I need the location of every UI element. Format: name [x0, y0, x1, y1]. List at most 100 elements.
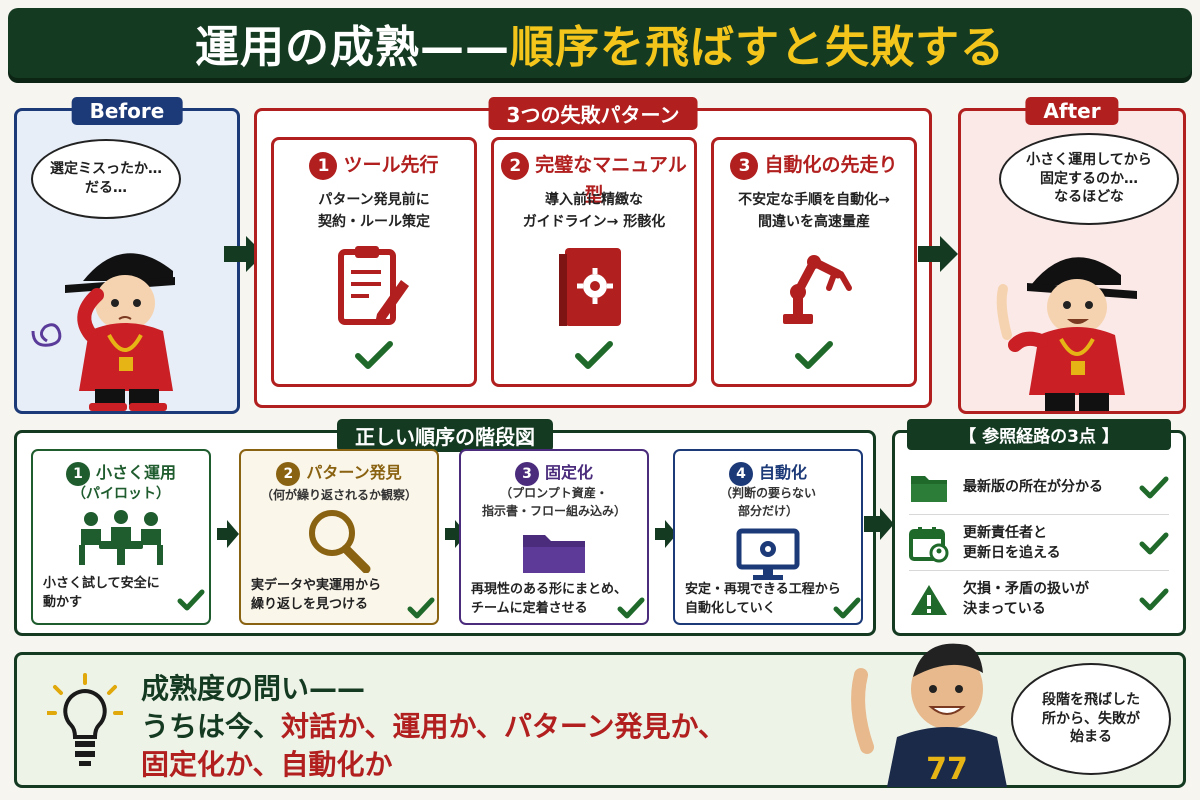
after-speech-bubble: 小さく運用してから 固定するのか… なるほどな [999, 133, 1179, 225]
before-bubble-line-2: だる… [85, 180, 127, 196]
check-icon [1139, 476, 1169, 498]
lightbulb-icon [47, 673, 123, 766]
maturity-question-panel: 成熟度の問い—— うちは今、対話か、運用か、パターン発見か、 固定化か、自動化か… [14, 643, 1186, 788]
number-badge: 4 [728, 461, 753, 486]
smiling-character-icon [996, 257, 1137, 411]
step-title: 4 自動化 [675, 459, 861, 486]
failure-patterns-title: 3つの失敗パターン [488, 97, 698, 130]
step-title: 2 パターン発見 [241, 459, 437, 486]
check-icon [1139, 532, 1169, 554]
failure-card-desc-line: 間違いを高速量産 [758, 213, 870, 230]
before-panel: Before 選定ミスったか… だる… [14, 97, 240, 414]
meeting-icon [79, 510, 163, 565]
reference-item-line: 欠損・矛盾の扱いが [963, 581, 1089, 598]
advice-bubble-line-1: 段階を飛ばした [1042, 691, 1140, 708]
reference-item-text: 更新責任者と更新日を追える [963, 524, 1139, 563]
step-subtitle: （プロンプト資産・ [500, 486, 608, 500]
failure-card-title-text: ツール先行 [343, 154, 439, 176]
check-icon [177, 589, 205, 611]
title-main: 運用の成熟—— [195, 22, 510, 73]
football-player-icon: 77 [851, 643, 1007, 787]
question-text: うちは今、 [141, 710, 282, 743]
step-pilot: 1 小さく運用 （パイロット） 小さく試して安全に 動かす [31, 449, 211, 625]
question-options: 対話か、運用か、パターン発見か、 [281, 710, 726, 743]
maturity-question-title: 成熟度の問い—— [141, 672, 366, 705]
arrow-right-icon [655, 520, 677, 548]
step-subtitle-2: 指示書・フロー組み込み） [481, 504, 626, 518]
step-desc-line: 再現性のある形にまとめ、 [471, 582, 628, 597]
step-title: 3 固定化 [461, 459, 647, 486]
robot-arm-icon [783, 255, 852, 324]
check-icon [407, 597, 435, 619]
reference-panel: 【 参照経路の3点 】 最新版の所在が分かる 更新責任者と更新日を追える 欠損・… [892, 419, 1186, 636]
step-fixation: 3 固定化 （プロンプト資産・ 指示書・フロー組み込み） 再現性のある形にまとめ、… [459, 449, 649, 625]
reference-item-line: 更新日を追える [963, 544, 1061, 561]
manual-gear-icon [559, 248, 621, 326]
step-subtitle: （パイロット） [72, 486, 170, 502]
number-badge: 2 [276, 461, 301, 486]
title-banner: 運用の成熟——順序を飛ばすと失敗する [8, 8, 1192, 78]
step-title-text: 小さく運用 [95, 463, 176, 482]
confused-character-icon [31, 253, 175, 411]
step-desc-line: 実データや実運用から [251, 578, 382, 593]
failure-card-desc: 導入前に精緻な ガイドライン→ 形骸化 [494, 190, 694, 233]
check-icon [795, 341, 833, 369]
check-icon [1139, 588, 1169, 611]
after-bubble-line-1: 小さく運用してから [1026, 151, 1152, 168]
step-subtitle: （何が繰り返されるか観察） [260, 488, 417, 502]
maturity-question-line-2: 固定化か、自動化か [141, 748, 393, 781]
arrow-right-icon [217, 520, 239, 548]
after-panel: After 小さく運用してから 固定するのか… なるほどな [958, 97, 1186, 414]
folder-icon [523, 535, 585, 573]
reference-item-text: 最新版の所在が分かる [963, 478, 1139, 498]
number-badge: 1 [65, 461, 90, 486]
folder-icon [911, 475, 947, 502]
failure-card-title-text: 完璧なマニュアル型 [535, 154, 687, 206]
step-desc-line: 繰り返しを見つける [251, 596, 369, 612]
failure-card-desc-line: ガイドライン→ 形骸化 [522, 213, 666, 230]
before-speech-bubble: 選定ミスったか… だる… [31, 139, 181, 219]
before-label: Before [71, 97, 183, 125]
before-bubble-line-1: 選定ミスったか… [50, 161, 162, 178]
number-badge: 1 [309, 151, 338, 180]
reference-item-text: 欠損・矛盾の扱いが決まっている [963, 580, 1139, 619]
number-badge: 2 [501, 151, 530, 180]
warning-icon [911, 585, 947, 615]
number-badge: 3 [514, 461, 539, 486]
check-icon [355, 341, 393, 369]
reference-item-line: 更新責任者と [963, 524, 1047, 541]
failure-card-desc-line: パターン発見前に [318, 192, 430, 208]
failure-card-desc-line: 導入前に精緻な [545, 192, 643, 208]
step-description: 再現性のある形にまとめ、 チームに定着させる [471, 581, 627, 619]
failure-card-desc-line: 契約・ルール策定 [318, 213, 430, 230]
check-icon [575, 341, 613, 369]
step-desc-line: 動かす [43, 594, 83, 610]
step-desc-line: 小さく試して安全に [43, 576, 160, 591]
maturity-question-line-1: うちは今、対話か、運用か、パターン発見か、 [141, 705, 726, 745]
step-title-text: パターン発見 [306, 463, 402, 482]
advice-bubble-line-2: 所から、失敗が [1042, 710, 1140, 727]
jersey-number: 77 [926, 752, 968, 787]
title-highlight: 順序を飛ばすと失敗する [510, 22, 1005, 73]
step-description: 実データや実運用から 繰り返しを見つける [251, 577, 381, 615]
failure-card-desc: 不安定な手順を自動化→ 間違いを高速量産 [714, 190, 914, 233]
check-icon [617, 597, 645, 619]
check-icon [833, 597, 861, 619]
reference-item-line: 最新版の所在が分かる [963, 478, 1103, 495]
step-description: 安定・再現できる工程から 自動化していく [685, 581, 841, 619]
failure-card-title-text: 自動化の先走り [764, 154, 898, 176]
arrow-right-icon [864, 508, 894, 540]
advice-bubble-line-3: 始まる [1070, 729, 1112, 746]
step-title-text: 固定化 [544, 463, 593, 482]
failure-card-desc: パターン発見前に 契約・ルール策定 [274, 190, 474, 233]
step-subtitle: （判断の要らない [719, 486, 816, 500]
arrow-right-icon [918, 236, 958, 272]
arrow-right-icon [445, 520, 467, 548]
step-title-text: 自動化 [758, 463, 807, 482]
after-bubble-line-3: なるほどな [1054, 189, 1124, 206]
reference-title: 【 参照経路の3点 】 [907, 419, 1171, 450]
reference-item-line: 決まっている [963, 601, 1046, 617]
